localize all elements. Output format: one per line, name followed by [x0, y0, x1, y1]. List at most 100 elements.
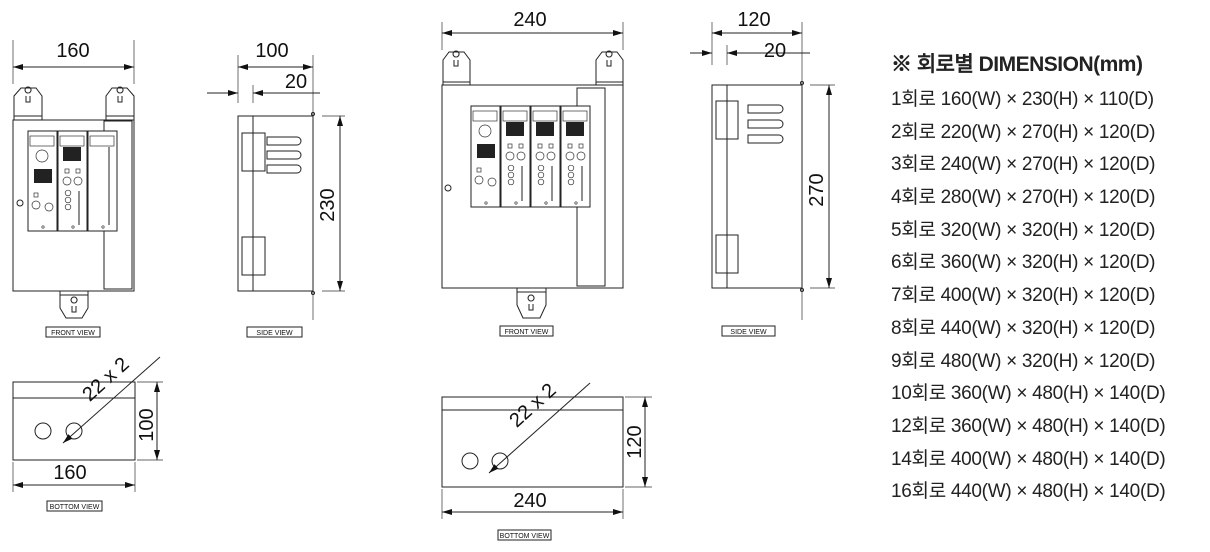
bottom-view-label: BOTTOM VIEW — [50, 504, 100, 511]
bottom-depth-dimension: 100 — [136, 408, 158, 441]
screw-icon — [16, 199, 24, 207]
small-side-view: 100 20 230 — [207, 40, 345, 320]
terminal — [507, 164, 515, 172]
spec-row: 16회로 440(W) × 480(H) × 140(D) — [891, 481, 1166, 503]
vent-slots — [747, 104, 784, 144]
button — [505, 151, 515, 161]
large-side-view: 120 20 270 — [690, 9, 835, 320]
spec-row: 7회로 400(W) × 320(H) × 120(D) — [891, 285, 1156, 307]
terminal — [64, 189, 72, 197]
spec-title: ※ 회로별 DIMENSION(mm) — [891, 53, 1143, 76]
buzzer-icon — [35, 149, 49, 163]
module-label — [89, 135, 115, 147]
front-view-label-box — [45, 326, 101, 338]
button — [31, 200, 41, 210]
led-indicator — [75, 168, 81, 174]
module-label — [562, 110, 588, 122]
spec-row: 6회로 360(W) × 320(H) × 120(D) — [891, 252, 1156, 274]
cable-hole — [461, 452, 479, 470]
terminal — [567, 171, 575, 179]
module-screw — [484, 201, 488, 205]
buzzer-icon — [478, 124, 492, 138]
led-indicator — [507, 143, 513, 149]
module-screw — [574, 201, 578, 205]
mount-bracket-top-right — [595, 50, 624, 86]
vent-slots — [266, 136, 302, 174]
module-screw — [544, 201, 548, 205]
height-dimension: 270 — [806, 173, 828, 206]
hinge-bottom — [715, 234, 739, 274]
key-switch — [487, 177, 497, 187]
key-switch — [44, 202, 54, 212]
led-indicator — [64, 168, 70, 174]
side-view-label: SIDE VIEW — [256, 330, 293, 337]
terminal — [537, 178, 545, 186]
mount-bracket-top-left — [13, 86, 43, 121]
module-label — [532, 110, 558, 122]
hinge-top — [715, 100, 739, 140]
depth-dimension: 100 — [255, 40, 288, 62]
button — [474, 175, 484, 185]
terminal — [537, 164, 545, 172]
spec-row: 10회로 360(W) × 480(H) × 140(D) — [891, 383, 1166, 405]
digital-display — [506, 122, 524, 136]
terminal — [507, 171, 515, 179]
hinge-top — [241, 132, 266, 172]
terminal — [567, 178, 575, 186]
button — [576, 151, 586, 161]
front-view-label: FRONT VIEW — [505, 329, 549, 336]
width-dimension: 240 — [513, 9, 546, 31]
cable-hole — [491, 452, 509, 470]
large-front-view: 240 — [441, 9, 624, 319]
led-indicator — [578, 143, 584, 149]
cable-hole — [34, 422, 52, 440]
dimension-spec-list: ※ 회로별 DIMENSION(mm) 1회로 160(W) × 230(H) … — [891, 48, 1166, 509]
button — [62, 176, 72, 186]
digital-display — [34, 169, 52, 183]
mount-bracket-bottom — [516, 287, 547, 319]
module-label — [29, 135, 55, 147]
mount-bracket-bottom — [59, 290, 89, 319]
depth-dimension: 120 — [737, 9, 770, 31]
led-indicator — [548, 143, 554, 149]
enclosure-side — [237, 115, 314, 292]
led-indicator — [476, 167, 482, 173]
led-indicator — [33, 192, 39, 198]
side-view-label: SIDE VIEW — [730, 329, 767, 336]
led-indicator — [567, 143, 573, 149]
hinge-bottom — [241, 236, 266, 276]
small-front-view: 160 — [12, 40, 135, 319]
terminal — [64, 203, 72, 211]
module-screw — [101, 225, 105, 229]
bottom-view-label: BOTTOM VIEW — [500, 533, 550, 540]
module-label — [502, 110, 528, 122]
width-dimension: 160 — [56, 40, 89, 62]
module-panel — [470, 105, 591, 208]
spec-row: 3회로 240(W) × 270(H) × 120(D) — [891, 154, 1156, 176]
digital-display — [536, 122, 554, 136]
cable-hole — [65, 422, 83, 440]
spec-row: 8회로 440(W) × 320(H) × 120(D) — [891, 317, 1156, 339]
terminal — [507, 178, 515, 186]
led-indicator — [537, 143, 543, 149]
screw-icon — [444, 184, 452, 192]
large-bottom-view: 22 x 2 120 240 — [441, 379, 652, 519]
spec-row: 1회로 160(W) × 230(H) × 110(D) — [891, 89, 1154, 110]
button — [516, 151, 526, 161]
spec-row: 4회로 280(W) × 270(H) × 120(D) — [891, 187, 1156, 209]
button — [565, 151, 575, 161]
height-dimension: 230 — [317, 188, 339, 221]
offset-dimension: 20 — [764, 40, 786, 62]
bottom-width-dimension: 160 — [53, 462, 86, 484]
terminal — [64, 196, 72, 204]
spec-row: 14회로 400(W) × 480(H) × 140(D) — [891, 448, 1166, 470]
module-screw — [41, 225, 45, 229]
spec-row: 9회로 480(W) × 320(H) × 120(D) — [891, 350, 1156, 372]
digital-display — [477, 144, 495, 158]
led-indicator — [518, 143, 524, 149]
spec-row: 12회로 360(W) × 480(H) × 140(D) — [891, 415, 1166, 437]
terminal — [537, 171, 545, 179]
offset-dimension: 20 — [285, 71, 307, 93]
small-bottom-view: 22 x 2 100 160 — [12, 353, 163, 492]
